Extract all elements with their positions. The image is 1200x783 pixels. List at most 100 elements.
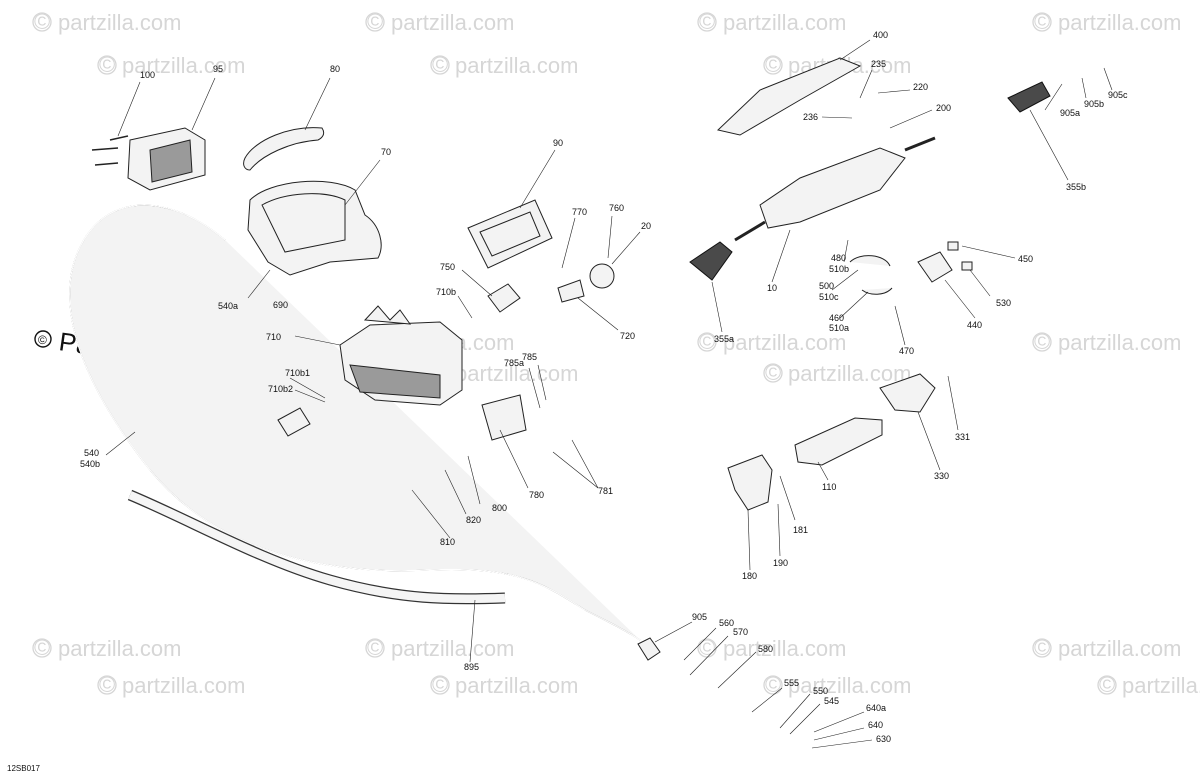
callout: 760 [609, 203, 624, 213]
watermark: ©partzilla.com [1097, 672, 1200, 698]
watermark: ©partzilla.com [32, 9, 181, 35]
callout: 570 [733, 627, 748, 637]
callout: 236 [803, 112, 818, 122]
svg-text:©: © [99, 52, 115, 77]
svg-text:©: © [765, 360, 781, 385]
callout: 905c [1108, 90, 1128, 100]
svg-text:©: © [1034, 635, 1050, 660]
callout: 540a [218, 301, 238, 311]
watermark: © partzilla.com [1032, 329, 1181, 355]
callout: 450 [1018, 254, 1033, 264]
cover-80 [243, 127, 325, 171]
watermark: ©partzilla.com [1032, 635, 1181, 661]
callout: 235 [871, 59, 886, 69]
callout: 555 [784, 678, 799, 688]
svg-text:©: © [1034, 329, 1050, 354]
callout: 905b [1084, 99, 1104, 109]
callout: 720 [620, 331, 635, 341]
callout-labels: 100 95 80 70 90 770 760 20 750 710b 690 … [80, 30, 1128, 744]
svg-text:partzilla.com: partzilla.com [391, 10, 514, 35]
callout: 530 [996, 298, 1011, 308]
part-450 [947, 241, 959, 251]
callout: 560 [719, 618, 734, 628]
callout: 200 [936, 103, 951, 113]
callout: 710b [436, 287, 456, 297]
callout: 220 [913, 82, 928, 92]
watermark: © partzilla.com [697, 329, 846, 355]
ring-720 [557, 279, 585, 303]
watermark: ©partzilla.com [1032, 9, 1181, 35]
svg-text:©: © [699, 9, 715, 34]
sleeve-905 [637, 637, 661, 661]
callout: 180 [742, 571, 757, 581]
callout: 95 [213, 64, 223, 74]
callout: 580 [758, 644, 773, 654]
callout: 70 [381, 147, 391, 157]
svg-text:©: © [38, 333, 47, 347]
part-530 [961, 261, 973, 271]
cap-710b2 [277, 407, 311, 437]
svg-text:©: © [765, 52, 781, 77]
svg-text:©: © [432, 52, 448, 77]
callout: 20 [641, 221, 651, 231]
svg-text:©: © [34, 635, 50, 660]
svg-text:partzilla.com: partzilla.com [391, 636, 514, 661]
callout: 780 [529, 490, 544, 500]
steering-column-10 [734, 136, 936, 242]
cable-540 [69, 204, 641, 641]
svg-text:partzilla.com: partzilla.com [788, 673, 911, 698]
watermark: © partzilla.com [430, 52, 578, 78]
bracket-400 [716, 57, 862, 136]
watermark: © partzilla.com [365, 635, 514, 661]
callout: 800 [492, 503, 507, 513]
callout: 895 [464, 662, 479, 672]
callout: 640a [866, 703, 886, 713]
svg-text:partzilla.com: partzilla.com [455, 53, 578, 78]
callout: 905a [1060, 108, 1080, 118]
callout: 640 [868, 720, 883, 730]
svg-text:partzilla.com: partzilla.com [723, 330, 846, 355]
housing-710 [339, 305, 463, 406]
callout: 480 [831, 253, 846, 263]
boot-355a [689, 241, 733, 281]
watermark: © partzilla.com [32, 635, 181, 661]
ring-20 [589, 263, 615, 289]
svg-text:partzilla.com: partzilla.com [1058, 330, 1181, 355]
gasket-90 [467, 199, 553, 269]
callout: 710b2 [268, 384, 293, 394]
callout: 110 [822, 482, 836, 492]
callout: 355b [1066, 182, 1086, 192]
callout: 820 [466, 515, 481, 525]
watermark: © partzilla.com [365, 9, 514, 35]
callout: 781 [598, 486, 613, 496]
clamp-460 [861, 287, 893, 295]
svg-text:©: © [1034, 9, 1050, 34]
callout: 100 [140, 70, 155, 80]
svg-text:©: © [367, 635, 383, 660]
callout: 770 [572, 207, 587, 217]
svg-text:partzilla.com: partzilla.com [122, 53, 245, 78]
svg-text:©: © [699, 329, 715, 354]
callout: 545 [824, 696, 839, 706]
svg-text:partzilla.com: partzilla.com [58, 636, 181, 661]
svg-text:©: © [699, 635, 715, 660]
callout: 10 [767, 283, 777, 293]
callout: 785a [504, 358, 524, 368]
callout: 500 [819, 281, 834, 291]
svg-text:partzilla.com: partzilla.com [723, 10, 846, 35]
console-housing-70 [247, 180, 382, 276]
callout: 190 [773, 558, 788, 568]
part-440 [917, 251, 953, 283]
svg-text:partzilla.com: partzilla.com [58, 10, 181, 35]
callout: 90 [553, 138, 563, 148]
svg-text:©: © [367, 9, 383, 34]
svg-text:partzilla.com: partzilla.com [723, 636, 846, 661]
callout: 80 [330, 64, 340, 74]
callout: 710b1 [285, 368, 310, 378]
callout: 540 [84, 448, 99, 458]
bracket-95 [127, 127, 206, 191]
callout: 400 [873, 30, 888, 40]
callout: 355a [714, 334, 734, 344]
callout: 905 [692, 612, 707, 622]
cap-750 [487, 283, 521, 313]
